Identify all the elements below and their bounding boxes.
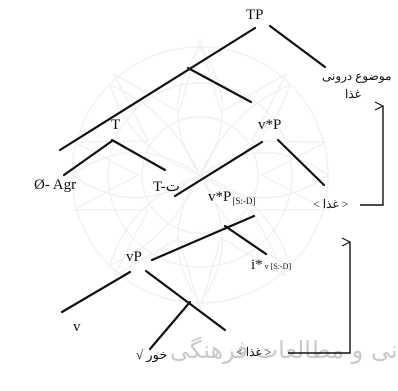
node-i-star-label: i*: [251, 257, 263, 273]
node-vstar-p-lower-label: v*P: [208, 189, 232, 205]
node-vstar-p-lower: v*P[S:-D]: [208, 189, 256, 206]
node-vstar-p-lower-feature: [S:-D]: [232, 196, 256, 206]
edge-tp-right: [268, 24, 327, 69]
node-tp: TP: [246, 7, 264, 23]
node-vstar-p-upper: v*P: [258, 117, 282, 133]
edge-vstarp-right: [276, 138, 326, 187]
node-i-star: i*v [S:-D]: [251, 258, 291, 273]
edge-vstarp-left: [173, 140, 264, 198]
node-topic-line1: موضوع درونی: [322, 69, 392, 83]
edge-vp-left: [60, 270, 132, 314]
node-food-trace-mid: < غذا >: [313, 197, 349, 211]
node-i-star-feature: v [S:-D]: [264, 262, 292, 271]
edge-vbar-root: [148, 300, 192, 351]
edge-vstarp-lower-left: [150, 214, 256, 262]
node-null-agr: Ø- Agr: [34, 177, 77, 193]
watermark-text: بژوهشگاه علوم انسانی و مطالعات فرهنگی: [170, 336, 398, 364]
node-root-eat: √ خور: [136, 347, 168, 362]
node-vp: vP: [126, 249, 142, 265]
node-v: v: [73, 319, 81, 335]
edge-vstarp-lower-right: [223, 224, 268, 256]
edge-tbar-t: [186, 66, 253, 104]
node-food-trace-low: < غذا >: [236, 345, 272, 359]
node-topic-line2: غذا: [345, 87, 361, 101]
node-t: T: [111, 117, 121, 133]
edge-tp-left: [58, 26, 257, 152]
movement-arrow-lower: [288, 242, 350, 354]
movement-arrow-upper: [360, 106, 383, 206]
node-t-affix: T-ت: [153, 179, 180, 195]
edge-t-null-agr: [62, 139, 114, 177]
edge-vp-right: [144, 269, 227, 332]
edge-t-affix: [110, 138, 167, 172]
